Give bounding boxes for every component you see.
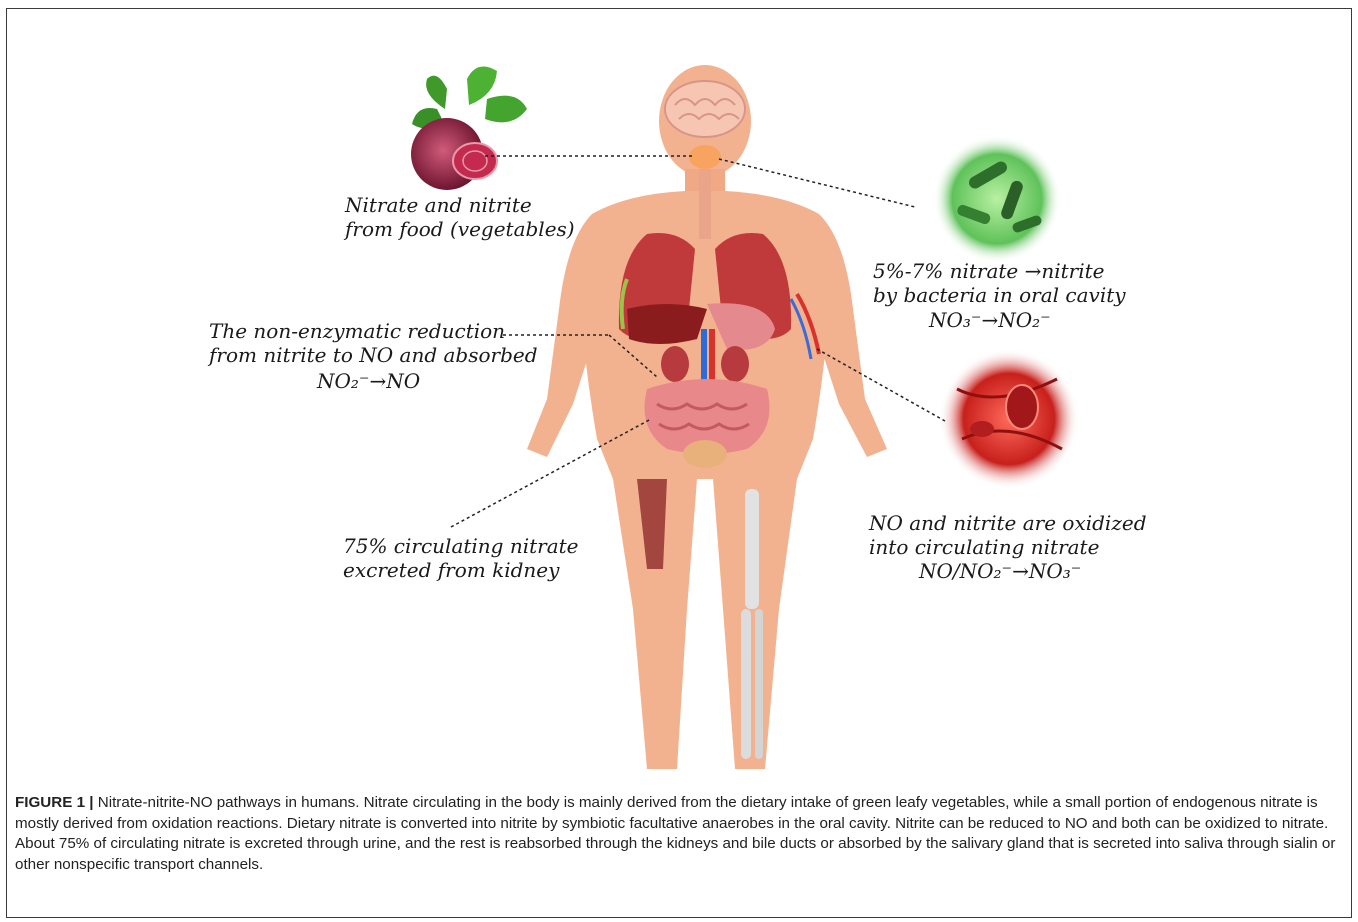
kidney-label-line1: 75% circulating nitrate [343, 534, 579, 558]
bacteria-icon [933, 135, 1061, 263]
kidney-label: 75% circulating nitrate excreted from ki… [343, 534, 579, 582]
reduction-label-line1: The non-enzymatic reduction [209, 319, 538, 343]
oxidized-label-line2: into circulating nitrate [869, 535, 1147, 559]
bacteria-label-line2: by bacteria in oral cavity [873, 283, 1126, 307]
kidney-label-line2: excreted from kidney [343, 558, 579, 582]
oxidized-label: NO and nitrite are oxidized into circula… [869, 511, 1147, 559]
bacteria-label-line1: 5%-7% nitrate →nitrite [873, 259, 1126, 283]
bacteria-formula: NO₃⁻→NO₂⁻ [929, 308, 1051, 332]
pathway-diagram [7, 9, 1353, 789]
food-label: Nitrate and nitrite from food (vegetable… [345, 193, 575, 241]
food-label-line1: Nitrate and nitrite [345, 193, 575, 217]
figure-frame: Nitrate and nitrite from food (vegetable… [6, 8, 1352, 918]
blood-vessel-icon [939, 349, 1079, 489]
food-label-line2: from food (vegetables) [345, 217, 575, 241]
caption-text: Nitrate-nitrite-NO pathways in humans. N… [15, 794, 1335, 873]
figure-caption: FIGURE 1 | Nitrate-nitrite-NO pathways i… [15, 793, 1343, 875]
brain-icon [665, 81, 745, 137]
oxidized-label-line1: NO and nitrite are oxidized [869, 511, 1147, 535]
figure-label: FIGURE 1 [15, 794, 85, 811]
oxidized-formula: NO/NO₂⁻→NO₃⁻ [919, 559, 1081, 583]
caption-separator: | [85, 794, 98, 811]
reduction-label: The non-enzymatic reduction from nitrite… [209, 319, 538, 367]
beetroot-icon [411, 67, 527, 191]
reduction-label-line2: from nitrite to NO and absorbed [209, 343, 538, 367]
bacteria-label: 5%-7% nitrate →nitrite by bacteria in or… [873, 259, 1126, 307]
figure-illustration: Nitrate and nitrite from food (vegetable… [7, 9, 1353, 789]
reduction-formula: NO₂⁻→NO [317, 369, 420, 393]
